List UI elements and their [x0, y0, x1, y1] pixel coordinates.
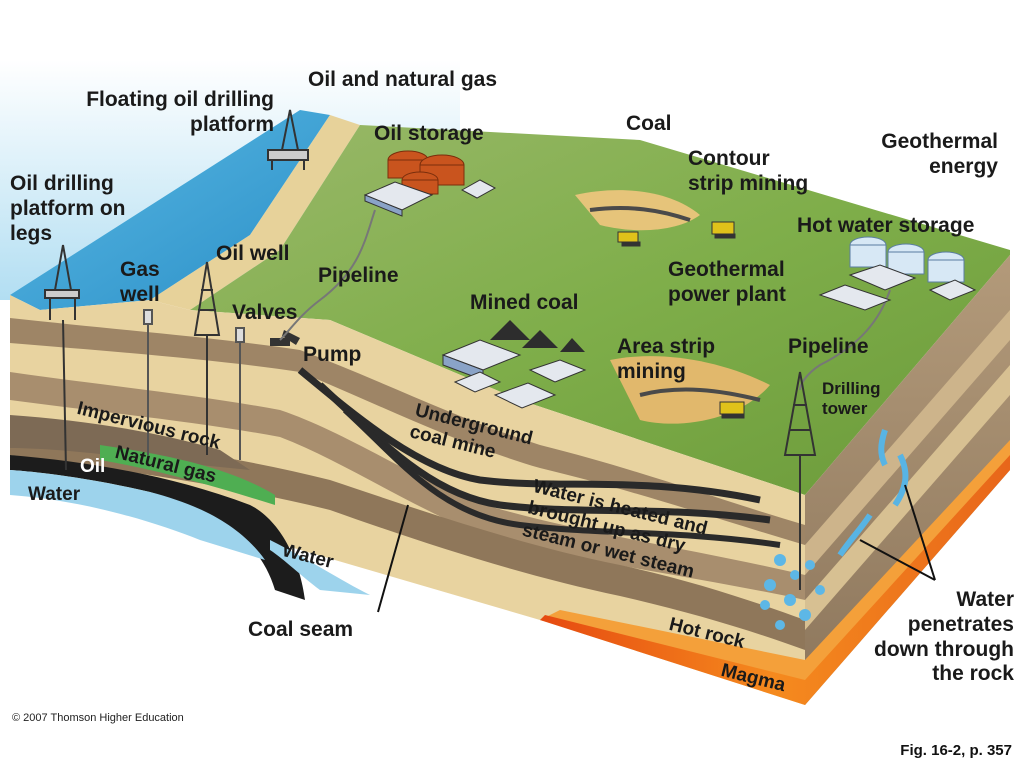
- label-hot-water-storage: Hot water storage: [797, 214, 975, 237]
- floating-oil-platform: [267, 109, 309, 170]
- label-geothermal-power-plant: Geothermal power plant: [668, 258, 786, 306]
- coal-mine-buildings: [441, 339, 587, 409]
- oil-well-derrick: [193, 261, 221, 455]
- hot-water-storage-tanks: [849, 236, 965, 283]
- impervious-rock: [10, 415, 250, 470]
- contour-strip-mine: [575, 190, 700, 231]
- geothermal-water-bubbles: [760, 554, 825, 630]
- geothermal-power-plant: [818, 264, 977, 311]
- label-oil-well: Oil well: [216, 242, 290, 265]
- label-oil-and-natural-gas: Oil and natural gas: [308, 68, 498, 91]
- beach-surface: [150, 115, 360, 310]
- label-valves: Valves: [232, 301, 298, 324]
- label-pump: Pump: [303, 343, 362, 366]
- stratum-brown-2: [10, 372, 805, 600]
- geothermal-flow-arrows: [837, 429, 909, 557]
- copyright-notice: © 2007 Thomson Higher Education: [12, 712, 184, 724]
- label-mined-coal: Mined coal: [470, 291, 579, 314]
- label-floating-oil-drilling-platform: Floating oil drilling platform: [86, 88, 274, 136]
- label-oil: Oil: [80, 456, 106, 477]
- drilling-tower: [783, 371, 817, 590]
- natural-gas-pocket: [100, 445, 275, 505]
- label-water-penetrates: Water penetrates down through the rock: [874, 588, 1014, 686]
- oil-storage-tanks: [387, 150, 465, 195]
- water-layer-bottom: [270, 540, 370, 595]
- label-oil-drilling-platform-on-legs: Oil drilling platform on legs: [10, 172, 126, 245]
- mined-coal-piles: [490, 320, 585, 352]
- oil-deposit: [10, 455, 305, 600]
- label-coal-seam: Coal seam: [248, 618, 354, 641]
- label-water-left: Water: [28, 484, 81, 505]
- stratum-brown-1: [10, 318, 805, 545]
- coal-seam-3: [342, 407, 781, 548]
- refinery-building: [363, 179, 497, 217]
- label-oil-storage: Oil storage: [374, 122, 484, 145]
- oil-platform-on-legs: [44, 244, 80, 471]
- ocean-surface: [10, 110, 330, 310]
- water-penetrates-leader-2: [904, 484, 936, 581]
- water-layer-left: [10, 470, 265, 560]
- excavator-3: [719, 401, 745, 419]
- figure-reference: Fig. 16-2, p. 357: [900, 742, 1012, 759]
- label-drilling-tower: Drilling tower: [822, 379, 881, 419]
- right-face-stratum-2: [805, 365, 1010, 630]
- label-pipeline-left: Pipeline: [318, 264, 399, 287]
- label-area-strip-mining: Area strip mining: [617, 335, 716, 383]
- gas-well: [143, 309, 153, 455]
- label-gas-well: Gas well: [120, 258, 160, 306]
- excavator-1: [617, 231, 641, 247]
- coal-seam-leader: [377, 504, 409, 613]
- valves: [235, 327, 245, 460]
- right-face-stratum: [805, 310, 1010, 575]
- pipeline-left: [279, 209, 376, 341]
- label-contour-strip-mining: Contour strip mining: [688, 147, 809, 195]
- water-penetrates-leader-1: [859, 539, 936, 581]
- label-coal: Coal: [626, 112, 672, 135]
- excavator-2: [711, 221, 736, 239]
- label-pipeline-right: Pipeline: [788, 335, 869, 358]
- label-geothermal-energy: Geothermal energy: [881, 130, 998, 178]
